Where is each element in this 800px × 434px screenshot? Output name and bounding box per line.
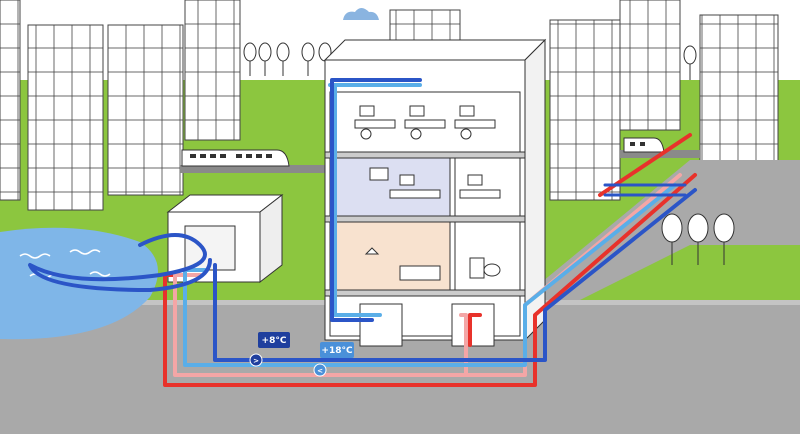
trees-right — [661, 213, 735, 265]
buildings-left — [0, 0, 241, 211]
pipes — [28, 78, 697, 387]
office-building — [323, 38, 547, 347]
train-right — [623, 137, 665, 153]
pipe-dark-blue-building — [330, 78, 422, 322]
warm-temp-label: +18°C — [321, 346, 353, 356]
train-left — [181, 149, 290, 167]
warm-temp-badge: +18°C < — [313, 342, 354, 377]
lake-waves — [19, 249, 111, 279]
rail-track — [180, 165, 330, 173]
cold-temp-label: +8°C — [262, 336, 287, 346]
pipe-dark-blue-lake — [28, 233, 212, 292]
pipe-blue-right — [603, 183, 687, 197]
pipe-dark-blue-main — [213, 188, 697, 362]
cold-temp-badge: +8°C > — [249, 332, 290, 367]
pipe-pink-branch — [459, 313, 468, 377]
cold-flow-arrow: > — [253, 357, 259, 365]
cloud-icon — [343, 8, 379, 20]
warm-flow-arrow: < — [317, 367, 323, 375]
pipe-red-branch — [468, 313, 482, 347]
